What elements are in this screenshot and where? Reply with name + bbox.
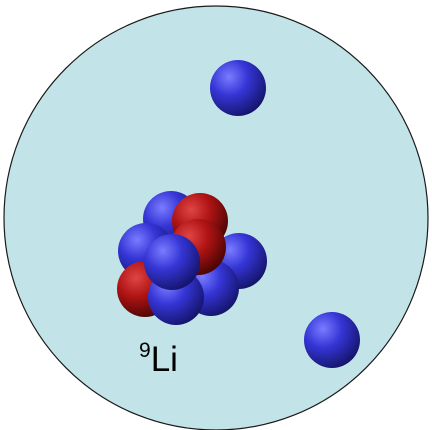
element-symbol: Li — [151, 340, 178, 379]
mass-number: 9 — [139, 339, 151, 362]
halo-neutron — [210, 60, 266, 116]
neutron — [144, 234, 200, 290]
isotope-label: 9Li — [139, 342, 178, 377]
halo-neutron — [304, 312, 360, 368]
